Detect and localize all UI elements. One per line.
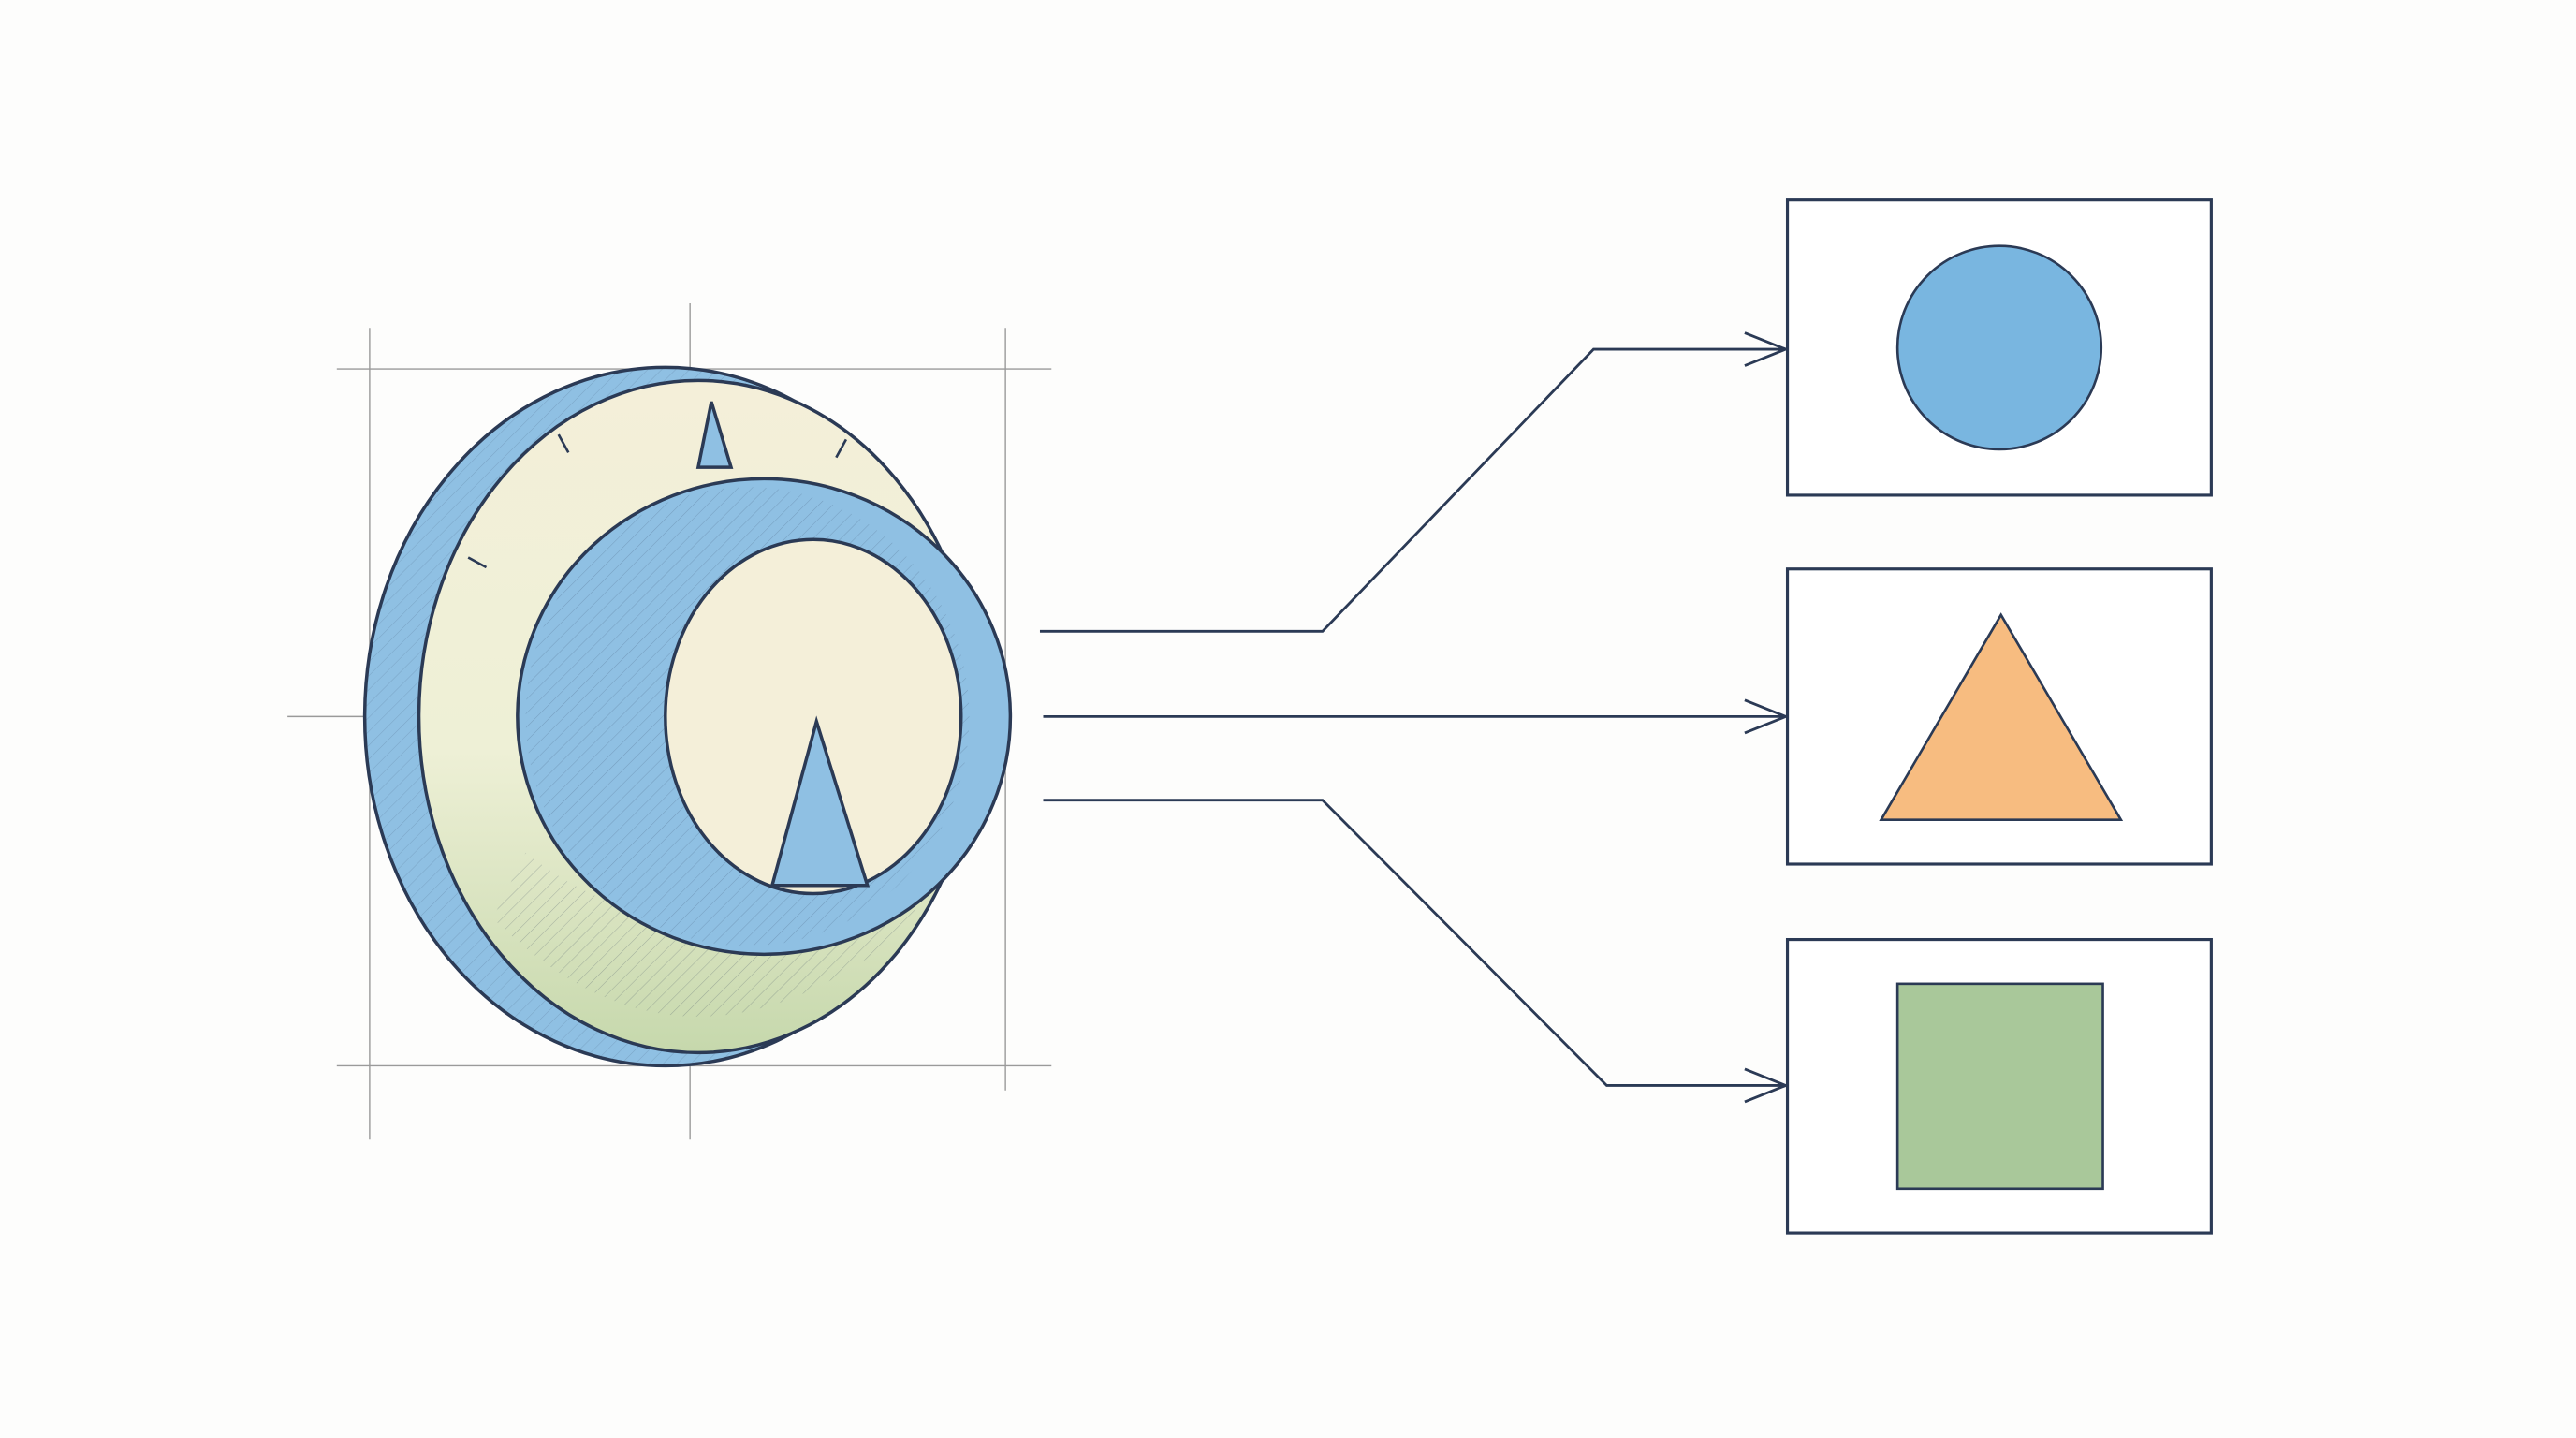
output-boxes	[1785, 198, 2213, 1235]
dial-pointer-top	[695, 401, 734, 469]
arrow-to-circle	[1039, 347, 1785, 633]
dial-pointer-needle	[769, 715, 871, 888]
connector-arrows	[1039, 331, 1790, 1104]
arrow-head-square	[1744, 1067, 1790, 1104]
triangle-shape	[1879, 612, 2124, 822]
circle-shape	[1895, 244, 2103, 451]
arrow-head-circle	[1744, 331, 1790, 367]
knob-icon	[362, 365, 1013, 1068]
arrow-head-triangle	[1744, 698, 1790, 735]
arrow-to-square	[1043, 799, 1785, 1087]
square-shape	[1895, 982, 2104, 1191]
dial-ticks	[467, 433, 848, 569]
inner-knob-face	[664, 537, 963, 896]
